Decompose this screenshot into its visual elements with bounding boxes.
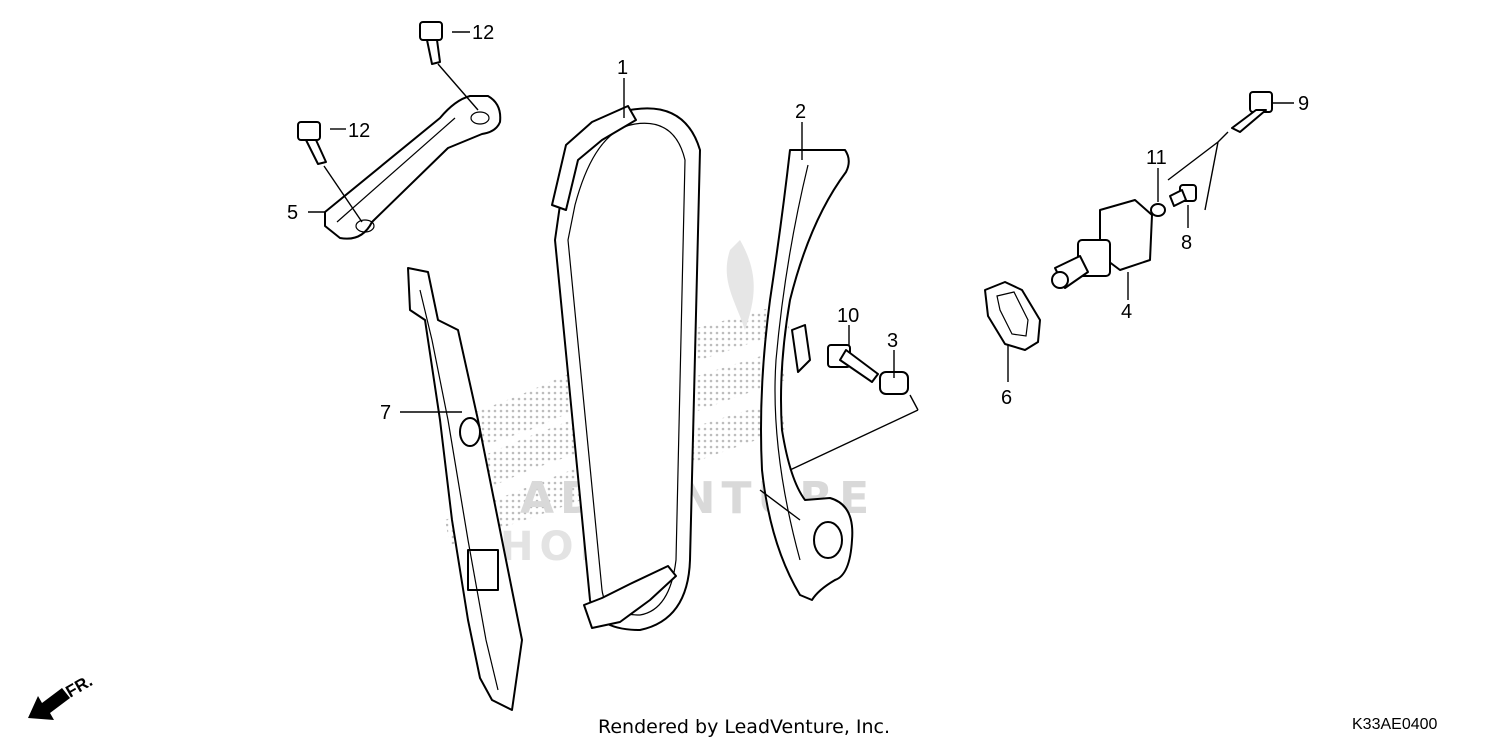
part-12-bolt-lower: [297, 121, 363, 223]
callout-12-upper: 12: [472, 22, 494, 44]
part-8-bolt: [1169, 184, 1197, 207]
callout-8: 8: [1181, 232, 1192, 254]
part-11-washer: [1150, 203, 1166, 217]
part-10-bolt: [827, 344, 879, 383]
front-direction-indicator: FR.: [28, 671, 96, 720]
callout-9: 9: [1298, 93, 1309, 115]
leader-lines: [308, 31, 1294, 413]
callout-6: 6: [1001, 387, 1012, 409]
part-4-tensioner-lifter: [1051, 199, 1153, 300]
callout-1: 1: [617, 57, 628, 79]
part-9-bolt: [1231, 91, 1273, 133]
part-7-tensioner-slipper: [407, 267, 523, 711]
callout-7: 7: [380, 402, 391, 424]
leader-9-bracket: [1167, 131, 1229, 211]
callout-3: 3: [887, 330, 898, 352]
part-6-gasket: [984, 281, 1041, 351]
front-arrow-icon: [28, 688, 70, 720]
part-1-cam-chain: [551, 105, 701, 631]
callout-11: 11: [1146, 147, 1167, 169]
callout-2: 2: [795, 101, 806, 123]
part-5-plate: [324, 95, 502, 240]
callout-12-lower: 12: [348, 120, 370, 142]
callout-10: 10: [837, 305, 859, 327]
part-12-bolt-upper: [419, 21, 479, 111]
diagram-code: K33AE0400: [1352, 716, 1438, 733]
part-2-chain-guide: [760, 149, 854, 601]
callout-5: 5: [287, 202, 298, 224]
callout-4: 4: [1121, 301, 1132, 323]
footer-credit: Rendered by LeadVenture, Inc.: [598, 716, 891, 738]
